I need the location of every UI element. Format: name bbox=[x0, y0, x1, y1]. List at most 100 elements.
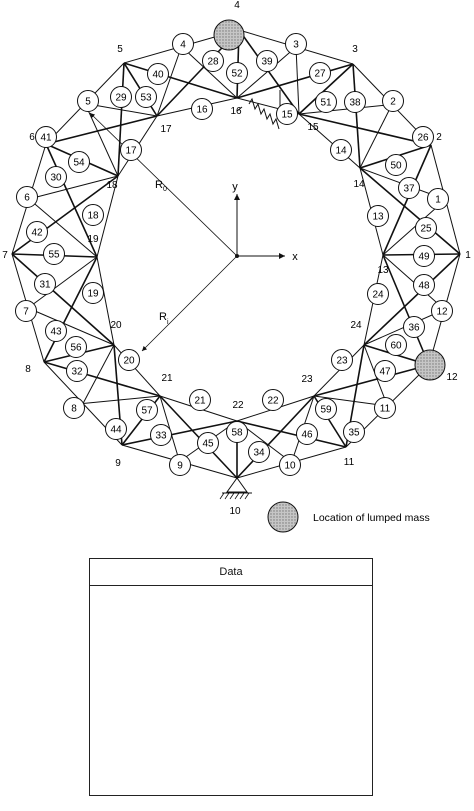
truss-member-line bbox=[82, 395, 161, 404]
member-circle bbox=[413, 245, 435, 267]
member-number: 35 bbox=[348, 428, 360, 439]
member-number: 23 bbox=[336, 356, 348, 367]
truss-member-line bbox=[359, 167, 461, 255]
member-circle bbox=[315, 91, 337, 113]
member-number: 32 bbox=[71, 367, 83, 378]
member-number: 31 bbox=[39, 280, 51, 291]
member-number: 34 bbox=[253, 448, 265, 459]
outer-node-label: 10 bbox=[229, 506, 241, 517]
inner-node-label: 24 bbox=[350, 320, 362, 331]
member-circle bbox=[169, 454, 191, 476]
inner-radius-line bbox=[141, 255, 238, 352]
member-circle bbox=[26, 221, 48, 243]
member-circle bbox=[135, 86, 157, 108]
member-circle bbox=[315, 398, 337, 420]
member-number: 9 bbox=[177, 461, 183, 472]
member-circle bbox=[403, 316, 425, 338]
inner-node-label: 19 bbox=[87, 234, 99, 245]
member-circle bbox=[309, 62, 331, 84]
member-number: 51 bbox=[320, 98, 332, 109]
member-number: 1 bbox=[435, 195, 441, 206]
member-circle bbox=[63, 397, 85, 419]
truss-member-line bbox=[363, 253, 461, 346]
member-number: 45 bbox=[202, 439, 214, 450]
outer-radius-line bbox=[89, 112, 238, 257]
truss-member-line bbox=[298, 104, 393, 115]
inner-node-label: 21 bbox=[161, 373, 173, 384]
member-number: 59 bbox=[320, 405, 332, 416]
member-number: 10 bbox=[284, 461, 296, 472]
member-circle bbox=[68, 151, 90, 173]
member-circle bbox=[256, 50, 278, 72]
truss-member-line bbox=[96, 256, 115, 346]
truss-member-line bbox=[236, 63, 354, 99]
member-circle bbox=[15, 300, 37, 322]
member-circle bbox=[147, 63, 169, 85]
inner-radius-label: R bbox=[159, 311, 167, 323]
outer-node-label: 12 bbox=[446, 372, 458, 383]
member-circle bbox=[202, 50, 224, 72]
member-circle bbox=[172, 33, 194, 55]
member-circle bbox=[331, 349, 353, 371]
member-number: 20 bbox=[123, 356, 135, 367]
member-number: 60 bbox=[390, 341, 402, 352]
member-number: 30 bbox=[50, 173, 62, 184]
spring-support-icon bbox=[248, 97, 280, 130]
member-number: 29 bbox=[115, 93, 127, 104]
legend-mass-swatch bbox=[267, 501, 299, 533]
truss-member-line bbox=[11, 175, 119, 255]
member-circle bbox=[415, 217, 437, 239]
member-number: 7 bbox=[23, 307, 29, 318]
inner-node-label: 18 bbox=[106, 180, 118, 191]
member-number: 26 bbox=[417, 133, 429, 144]
inner-node-label: 22 bbox=[232, 400, 244, 411]
truss-member-line bbox=[27, 256, 98, 309]
member-number: 41 bbox=[40, 133, 52, 144]
inner-node-label: 16 bbox=[230, 106, 242, 117]
truss-member-line bbox=[117, 62, 125, 177]
inner-node-label: 20 bbox=[110, 320, 122, 331]
member-circle bbox=[65, 336, 87, 358]
x-axis-label: x bbox=[292, 251, 298, 263]
member-number: 33 bbox=[155, 431, 167, 442]
member-circle bbox=[344, 91, 366, 113]
outer-radius-label: R bbox=[155, 179, 163, 191]
ground-hatch bbox=[219, 492, 225, 500]
lumped-mass-node-4 bbox=[213, 19, 245, 51]
truss-member-line bbox=[236, 46, 297, 99]
ground-hatch bbox=[244, 492, 250, 500]
ground-hatch bbox=[234, 492, 240, 500]
spring-link bbox=[236, 106, 243, 112]
member-number: 12 bbox=[436, 307, 448, 318]
truss-member-line bbox=[28, 175, 119, 200]
outer-node-label: 3 bbox=[352, 44, 358, 55]
member-circle bbox=[398, 177, 420, 199]
truss-member-line bbox=[159, 395, 238, 479]
member-circle bbox=[120, 139, 142, 161]
member-circle bbox=[191, 98, 213, 120]
member-circle bbox=[285, 33, 307, 55]
member-number: 15 bbox=[281, 110, 293, 121]
member-number: 40 bbox=[152, 70, 164, 81]
member-circle bbox=[412, 126, 434, 148]
inner-node-label: 13 bbox=[377, 265, 389, 276]
outer-radius-label-sub: 0 bbox=[163, 186, 167, 193]
member-circle bbox=[248, 441, 270, 463]
member-number: 28 bbox=[207, 57, 219, 68]
member-circle bbox=[136, 399, 158, 421]
member-circle bbox=[35, 126, 57, 148]
member-circle bbox=[385, 154, 407, 176]
member-circle bbox=[413, 274, 435, 296]
member-circle bbox=[374, 360, 396, 382]
truss-member-line bbox=[45, 143, 98, 258]
member-number: 11 bbox=[380, 404, 391, 415]
member-circle bbox=[43, 243, 65, 265]
truss-member-line bbox=[45, 115, 158, 145]
member-circle bbox=[276, 103, 298, 125]
lumped-mass-node-12 bbox=[414, 349, 446, 381]
truss-member-line bbox=[313, 364, 430, 397]
member-number: 57 bbox=[141, 406, 153, 417]
member-circle bbox=[189, 389, 211, 411]
member-circle bbox=[385, 334, 407, 356]
inner-node-label: 23 bbox=[301, 374, 313, 385]
